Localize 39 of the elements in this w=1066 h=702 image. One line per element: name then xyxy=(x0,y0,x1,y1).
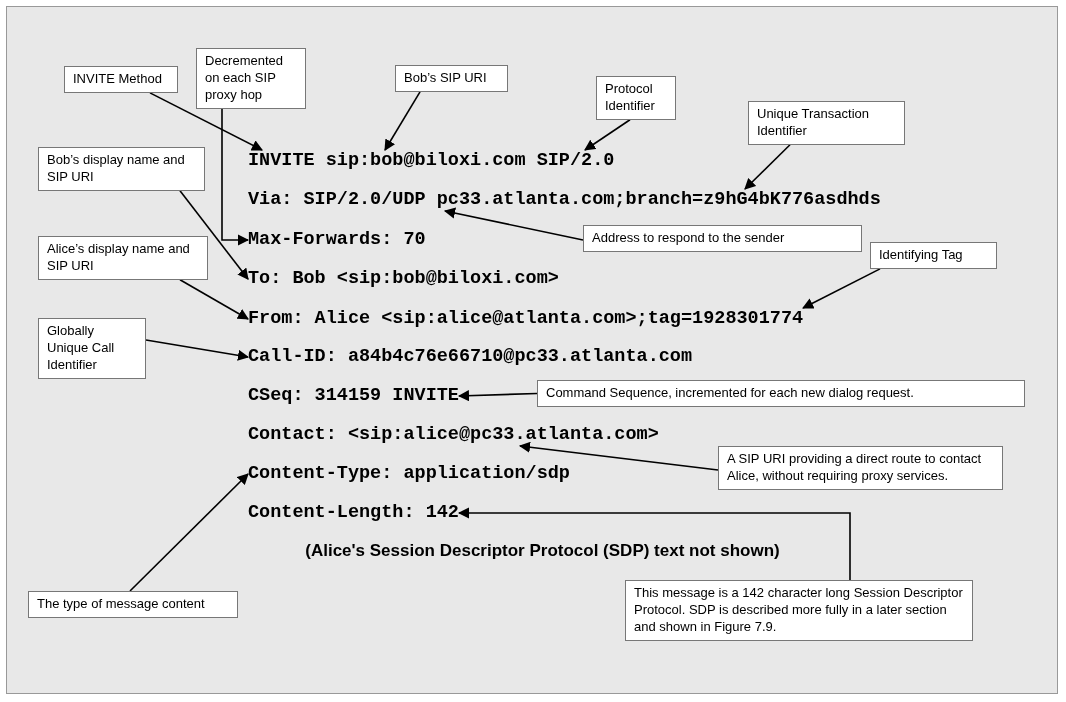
header-line: Via: SIP/2.0/UDP pc33.atlanta.com;branch=z9hG4bK776asdhds xyxy=(248,189,881,211)
header-line: Content-Type: application/sdp xyxy=(248,463,570,485)
leader-arrow xyxy=(457,507,851,581)
callout-box: A SIP URI providing a direct route to contact Alice, without requiring proxy services. xyxy=(718,446,1003,490)
header-line: INVITE sip:bob@biloxi.com SIP/2.0 xyxy=(248,150,615,172)
leader-arrow xyxy=(129,473,249,592)
leader-arrow xyxy=(584,119,631,151)
callout-box: Bob’s SIP URI xyxy=(395,65,508,92)
leader-arrow xyxy=(149,92,263,151)
header-line: Call-ID: a84b4c76e66710@pc33.atlanta.com xyxy=(248,346,693,368)
leader-arrow xyxy=(443,207,584,241)
leader-arrow xyxy=(221,107,250,246)
callout-box: This message is a 142 character long Session Descriptor Protocol. SDP is described more fully in a later section and shown in Figure 7.9. xyxy=(625,580,973,641)
leader-arrow xyxy=(457,390,538,402)
leader-arrow xyxy=(384,91,421,151)
header-line: Content-Length: 142 xyxy=(248,502,459,524)
callout-box: Alice’s display name and SIP URI xyxy=(38,236,208,280)
callout-box: Identifying Tag xyxy=(870,242,997,269)
header-line: Max-Forwards: 70 xyxy=(248,229,426,251)
callout-box: Bob’s display name and SIP URI xyxy=(38,147,205,191)
callout-box: Decremented on each SIP proxy hop xyxy=(196,48,306,109)
header-line: CSeq: 314159 INVITE xyxy=(248,385,459,407)
callout-box: Protocol Identifier xyxy=(596,76,676,120)
header-line: To: Bob <sip:bob@biloxi.com> xyxy=(248,268,559,290)
header-line: From: Alice <sip:alice@atlanta.com>;tag=1928301774 xyxy=(248,308,804,330)
leader-arrow xyxy=(518,441,719,471)
callout-box: Command Sequence, incremented for each new dialog request. xyxy=(537,380,1025,407)
callout-box: Globally Unique Call Identifier xyxy=(38,318,146,379)
callout-box: Address to respond to the sender xyxy=(583,225,862,252)
callout-box: Unique Transaction Identifier xyxy=(748,101,905,145)
leader-arrow xyxy=(179,278,249,320)
note-text: (Alice's Session Descriptor Protocol (SDP) text not shown) xyxy=(304,541,781,561)
callout-box: The type of message content xyxy=(28,591,238,618)
leader-arrow xyxy=(179,190,249,280)
leader-arrow xyxy=(802,268,881,309)
leader-arrow xyxy=(145,339,250,361)
header-line: Contact: <sip:alice@pc33.atlanta.com> xyxy=(248,424,659,446)
leader-arrow xyxy=(744,144,791,190)
callout-box: INVITE Method xyxy=(64,66,178,93)
